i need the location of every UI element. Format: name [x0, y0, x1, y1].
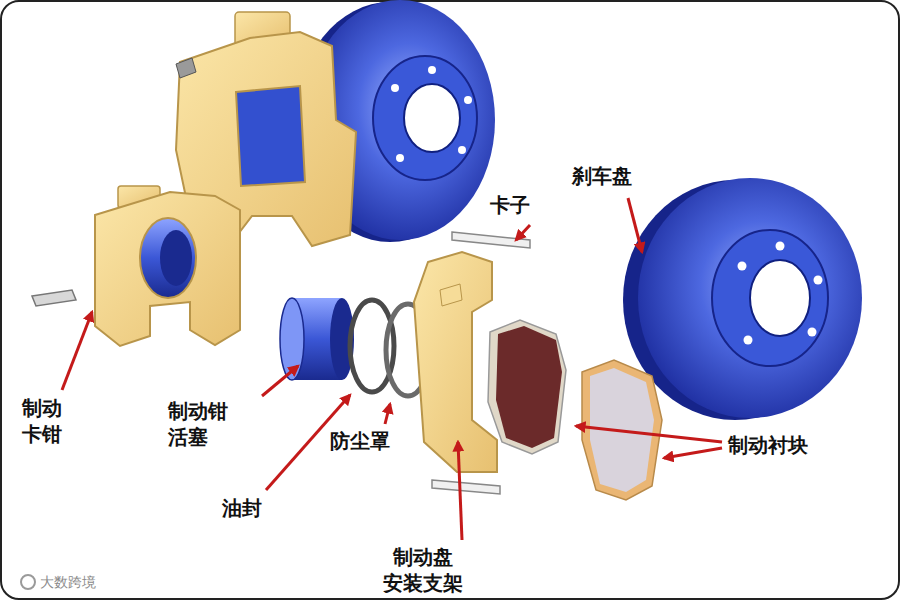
caliper	[95, 186, 240, 346]
clip	[452, 232, 530, 248]
leader-arrows	[62, 198, 722, 540]
part-label: 制动钳 活塞	[168, 398, 228, 450]
watermark: 大数跨境	[40, 573, 96, 591]
part-label: 防尘罩	[330, 428, 390, 454]
part-label: 刹车盘	[572, 163, 632, 189]
clip	[432, 480, 500, 494]
mounting-bracket	[414, 252, 497, 472]
brake-disc	[623, 178, 862, 420]
brake-pad	[488, 320, 566, 454]
watermark-logo	[21, 575, 35, 589]
part-label: 制动盘 安装支架	[383, 544, 463, 596]
guide-pin	[32, 290, 76, 306]
part-label: 制动衬块	[728, 432, 808, 458]
part-label: 油封	[222, 495, 262, 521]
piston	[280, 298, 354, 380]
part-label: 制动 卡钳	[22, 395, 62, 447]
part-label: 卡子	[490, 192, 530, 218]
